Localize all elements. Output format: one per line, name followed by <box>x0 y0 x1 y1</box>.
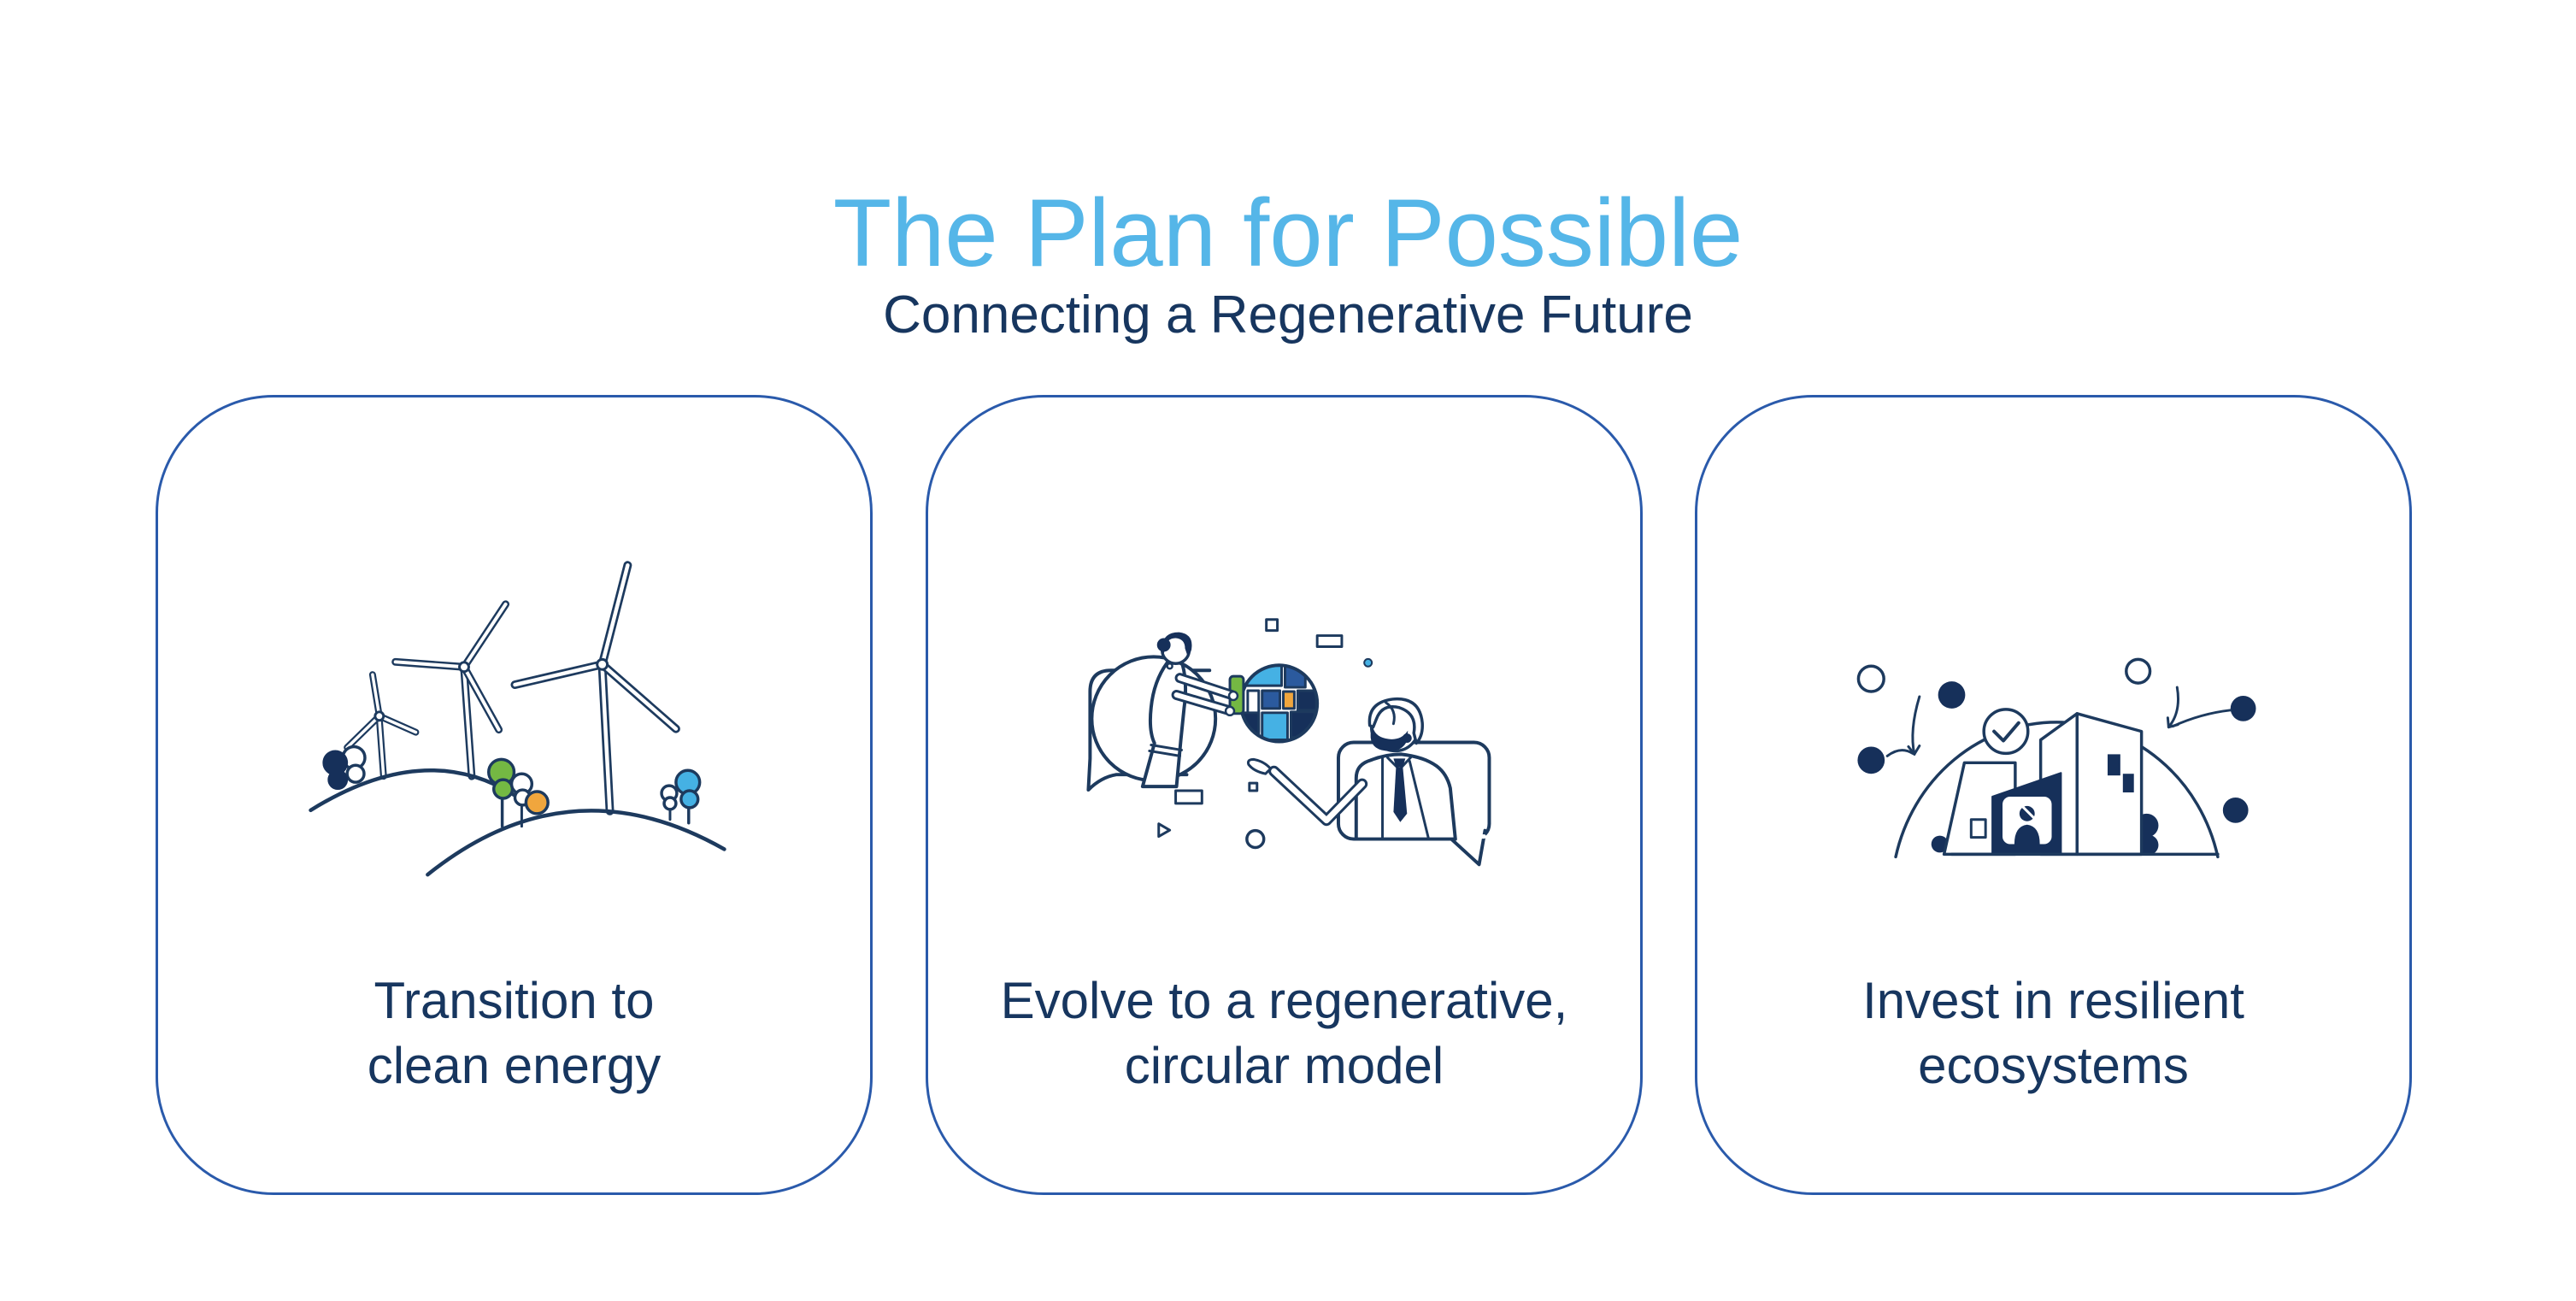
page-subtitle: Connecting a Regenerative Future <box>883 286 1693 344</box>
card-label-line: ecosystems <box>1918 1037 2189 1094</box>
card-label-circular-model: Evolve to a regenerative, circular model <box>928 968 1640 1098</box>
card-label-resilient-ecosystems: Invest in resilient ecosystems <box>1697 968 2409 1098</box>
card-label-line: Evolve to a regenerative, <box>1000 972 1568 1029</box>
card-label-line: Invest in resilient <box>1862 972 2244 1029</box>
card-regenerative-circular-model: Evolve to a regenerative, circular model <box>926 395 1643 1195</box>
resilient-city-illustration <box>1697 397 2409 1192</box>
wind-turbines-icon <box>309 561 726 877</box>
card-label-line: Transition to <box>373 972 655 1029</box>
partnership-exchange-illustration <box>928 397 1640 1192</box>
card-label-line: circular model <box>1124 1037 1444 1094</box>
card-label-clean-energy: Transition to clean energy <box>158 968 870 1098</box>
wind-turbines-illustration <box>158 397 870 1192</box>
card-label-line: clean energy <box>367 1037 662 1094</box>
partnership-exchange-icon <box>1086 618 1491 867</box>
resilient-city-icon <box>1856 657 2256 859</box>
page-title: The Plan for Possible <box>832 180 1744 287</box>
card-transition-clean-energy: Transition to clean energy <box>156 395 873 1195</box>
card-resilient-ecosystems: Invest in resilient ecosystems <box>1695 395 2412 1195</box>
